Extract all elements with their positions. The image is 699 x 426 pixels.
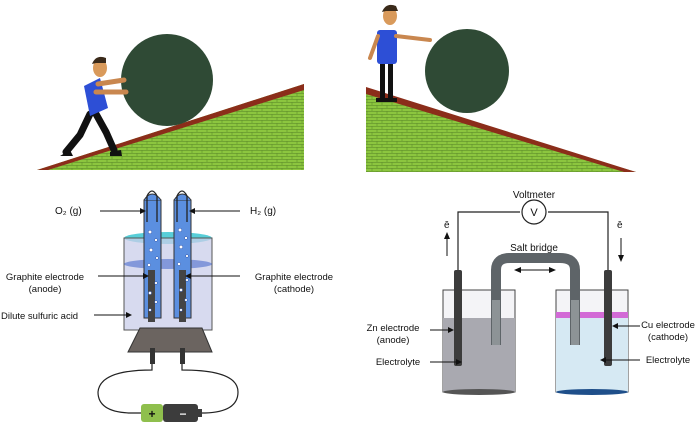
voltmeter — [521, 199, 547, 225]
cu-solution — [556, 316, 628, 392]
label-anode: Graphite electrode — [6, 272, 84, 283]
electrolysis-apparatus: + − O₂ (g) H₂ (g) Graphite electrode (an… — [1, 190, 333, 422]
person-pushing — [60, 56, 129, 156]
label-zn-anode: (anode) — [377, 335, 410, 346]
label-acid: Dilute sulfuric acid — [1, 311, 78, 322]
gas-bubbles — [147, 227, 189, 312]
label-cu-cathode: (cathode) — [648, 332, 688, 343]
label-electrolyte-left: Electrolyte — [376, 357, 420, 368]
boulder-left — [121, 34, 213, 126]
label-zn-electrode: Zn electrode — [367, 323, 420, 334]
label-salt-bridge: Salt bridge — [510, 243, 558, 254]
person-standing — [368, 4, 432, 102]
label-electrolyte-right: Electrolyte — [646, 355, 690, 366]
label-electron-right: ē — [617, 220, 623, 231]
label-anode-sub: (anode) — [29, 284, 62, 295]
label-h2: H₂ (g) — [250, 206, 276, 217]
label-cathode: Graphite electrode — [255, 272, 333, 283]
hill-right-edge — [366, 87, 636, 172]
scene-downhill — [366, 4, 636, 172]
hill-left-edge — [37, 84, 304, 170]
battery: + − — [141, 404, 202, 422]
scene-push-uphill — [37, 34, 304, 170]
electrolysis-beaker — [124, 238, 212, 330]
label-voltmeter: Voltmeter — [513, 190, 556, 201]
battery-minus: − — [179, 407, 186, 421]
voltmeter-symbol: V — [530, 207, 538, 219]
salt-bridge — [491, 253, 580, 345]
label-o2: O₂ (g) — [55, 206, 82, 217]
label-electron-left: ē — [444, 220, 450, 231]
boulder-right — [425, 29, 509, 113]
graphite-anode — [148, 270, 155, 322]
graphite-cathode — [179, 270, 186, 322]
apparatus-base — [127, 327, 213, 353]
label-cathode-sub: (cathode) — [274, 284, 314, 295]
zn-electrode — [454, 270, 462, 366]
label-cu-electrode: Cu electrode — [641, 320, 695, 331]
battery-plus: + — [148, 407, 155, 421]
cu-electrode — [604, 270, 612, 366]
galvanic-cell: V Voltmeter ē ē Salt bridge Zn electrode — [367, 190, 695, 395]
zn-solution — [443, 318, 515, 392]
